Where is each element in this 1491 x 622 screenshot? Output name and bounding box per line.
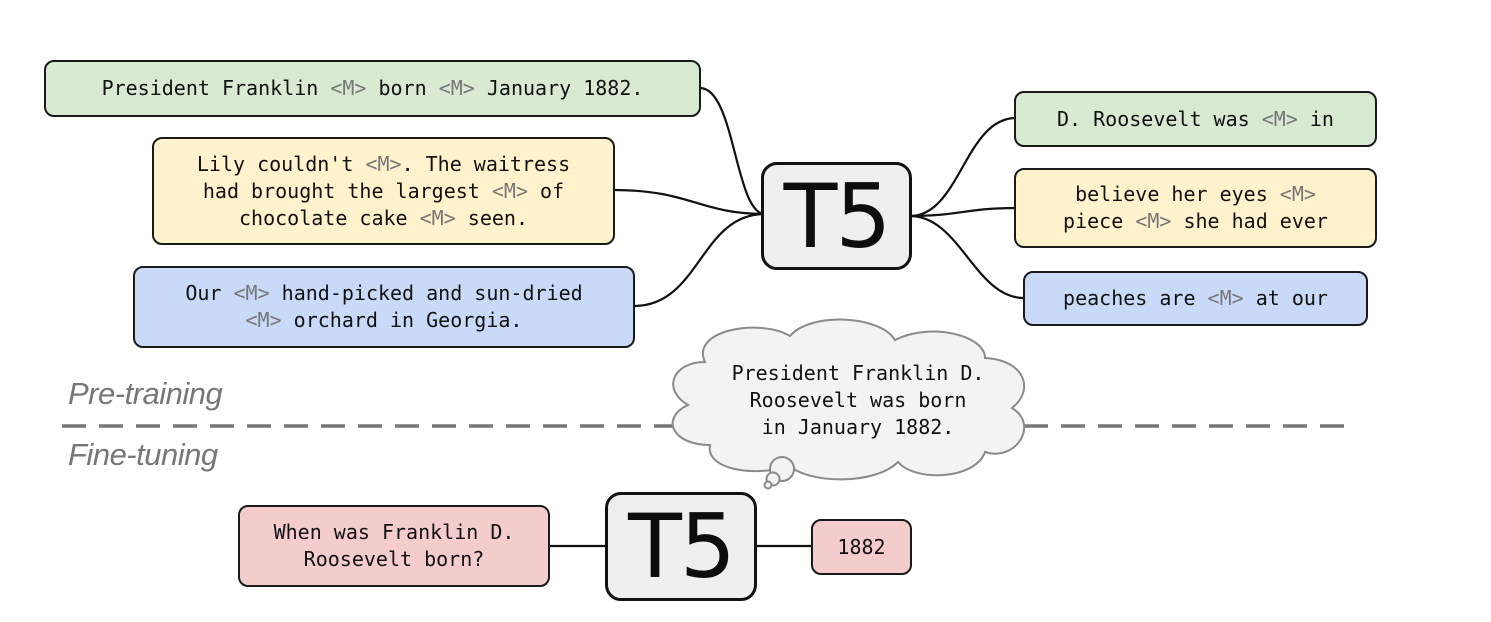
pretrain-output-green: D. Roosevelt was <M> in	[1014, 91, 1377, 147]
finetune-output-red: 1882	[811, 519, 912, 575]
text-segment: President Franklin	[101, 76, 331, 100]
pretrain-output-yellow: believe her eyes <M>piece <M> she had ev…	[1014, 168, 1377, 248]
text-line: When was Franklin D.	[274, 519, 515, 546]
text-segment: of	[527, 178, 565, 203]
text-line: Roosevelt born?	[274, 546, 515, 573]
connector-yellow-output	[909, 206, 1017, 218]
text-line: had brought the largest <M> of	[197, 178, 570, 205]
text-segment: had brought the largest	[202, 178, 492, 203]
mask-token: <M>	[1207, 286, 1244, 310]
mask-token: <M>	[438, 76, 475, 100]
text-line: 1882	[837, 534, 885, 561]
mask-token: <M>	[245, 308, 282, 332]
text-line: piece <M> she had ever	[1063, 208, 1328, 235]
thought-line: in January 1882.	[761, 415, 955, 439]
text-line: Our <M> hand-picked and sun-dried	[185, 280, 582, 307]
connector-yellow-input	[613, 188, 766, 216]
text-segment: at our	[1243, 286, 1328, 310]
text-segment: Our	[185, 281, 234, 305]
text-segment: hand-picked and sun-dried	[269, 281, 583, 305]
text-segment: . The waitress	[401, 151, 571, 176]
pretrain-input-green: President Franklin <M> born <M> January …	[44, 60, 701, 117]
text-segment: peaches are	[1063, 286, 1208, 310]
mask-token: <M>	[1135, 209, 1172, 233]
thought-cloud-text: President Franklin D. Roosevelt was born…	[700, 360, 1016, 441]
text-segment: 1882	[837, 534, 886, 559]
text-segment: in	[1297, 106, 1334, 131]
thought-line: Roosevelt was born	[749, 388, 967, 412]
mask-token: <M>	[330, 76, 367, 100]
mask-token: <M>	[233, 281, 270, 305]
mask-token: <M>	[1279, 182, 1316, 206]
text-line: Lily couldn't <M>. The waitress	[197, 151, 570, 178]
mask-token: <M>	[1261, 106, 1298, 131]
text-segment: seen.	[455, 205, 528, 230]
text-segment: Roosevelt born?	[303, 547, 485, 571]
mask-token: <M>	[365, 151, 402, 176]
mask-token: <M>	[491, 178, 528, 203]
text-segment: Lily couldn't	[196, 151, 366, 176]
text-segment: born	[366, 76, 439, 100]
text-segment: piece	[1063, 209, 1136, 233]
text-segment: chocolate cake	[239, 205, 420, 230]
pretraining-label: Pre-training	[68, 376, 223, 411]
text-segment: When was Franklin D.	[273, 520, 515, 544]
text-line: President Franklin <M> born <M> January …	[102, 75, 644, 102]
text-segment: orchard in Georgia.	[281, 308, 523, 332]
text-line: believe her eyes <M>	[1063, 181, 1328, 208]
text-segment: January 1882.	[474, 76, 644, 100]
text-line: peaches are <M> at our	[1063, 285, 1328, 312]
mask-token: <M>	[419, 205, 456, 230]
finetuning-label: Fine-tuning	[68, 437, 218, 472]
text-line: <M> orchard in Georgia.	[185, 307, 582, 334]
connector-green-input	[699, 86, 766, 216]
thought-line: President Franklin D.	[731, 361, 985, 385]
text-segment: she had ever	[1171, 209, 1328, 233]
t5-model-pretraining: T5	[761, 162, 912, 270]
text-segment: D. Roosevelt was	[1057, 106, 1262, 131]
connector-green-output	[909, 116, 1017, 218]
connector-blue-output	[909, 214, 1025, 300]
text-segment: believe her eyes	[1075, 182, 1280, 206]
text-line: chocolate cake <M> seen.	[197, 205, 570, 232]
finetune-input-red: When was Franklin D. Roosevelt born?	[238, 505, 550, 587]
pretrain-output-blue: peaches are <M> at our	[1023, 271, 1368, 326]
text-line: D. Roosevelt was <M> in	[1057, 106, 1334, 133]
t5-model-finetuning: T5	[605, 492, 757, 601]
pretrain-input-blue: Our <M> hand-picked and sun-dried<M> orc…	[133, 266, 635, 348]
connector-blue-input	[633, 212, 766, 308]
